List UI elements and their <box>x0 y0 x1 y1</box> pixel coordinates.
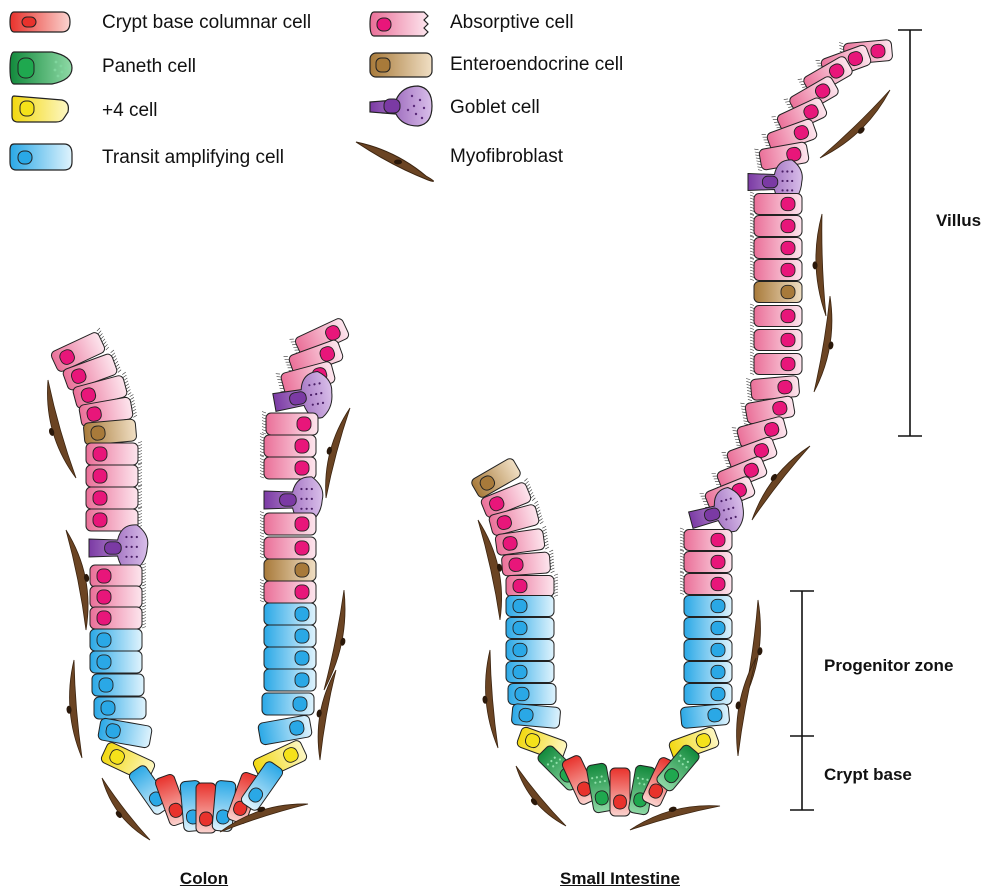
transit-amplifying-cell <box>264 625 316 647</box>
absorptive-cell <box>750 304 802 327</box>
transit-amplifying-cell <box>90 651 142 673</box>
absorptive-cell <box>262 412 318 436</box>
transit-amplifying-cell <box>506 618 554 639</box>
legend-label-enteroendocrine: Enteroendocrine cell <box>450 54 623 76</box>
legend-label-myofibroblast: Myofibroblast <box>450 146 563 168</box>
absorptive-cell-icon <box>370 12 428 36</box>
absorptive-cell <box>260 536 316 560</box>
legend-label-paneth: Paneth cell <box>102 56 196 78</box>
transit-amplifying-cell <box>264 647 316 669</box>
crypt-base-bracket <box>790 736 814 810</box>
absorptive-cell <box>746 374 800 401</box>
myofibroblast <box>66 660 82 758</box>
transit-amplifying-cell <box>684 684 732 705</box>
absorptive-cell <box>90 606 146 630</box>
transit-amplifying-cell <box>506 662 554 683</box>
legend-label-absorptive: Absorptive cell <box>450 12 574 34</box>
myofibroblast <box>66 530 90 630</box>
absorptive-cell <box>750 352 802 375</box>
transit-amplifying-cell <box>506 640 554 661</box>
absorptive-cell <box>750 258 802 281</box>
enteroendocrine-cell <box>83 419 137 445</box>
transit-amplifying-cell <box>97 718 152 749</box>
crypt-base-columnar-cell <box>610 768 630 816</box>
legend-label-goblet: Goblet cell <box>450 97 540 119</box>
transit-amplifying-cell <box>262 693 314 715</box>
absorptive-cell <box>86 442 142 466</box>
villus-label: Villus <box>936 211 981 231</box>
transit-amplifying-cell <box>511 703 561 728</box>
crypt-base-columnar-cell-icon <box>10 12 70 32</box>
crypt-base-label: Crypt base <box>824 765 912 785</box>
progenitor-zone-label: Progenitor zone <box>824 656 953 676</box>
absorptive-cell <box>260 456 316 480</box>
absorptive-cell <box>506 574 558 597</box>
absorptive-cell <box>680 550 732 573</box>
colon-crypt <box>47 316 350 840</box>
absorptive-cell <box>680 572 732 595</box>
small-intestine-title: Small Intestine <box>540 869 700 889</box>
transit-amplifying-cell <box>684 662 732 683</box>
myofibroblast <box>326 408 350 498</box>
enteroendocrine-cell <box>264 559 316 581</box>
transit-amplifying-cell <box>680 703 730 728</box>
absorptive-cell <box>750 236 802 259</box>
myofibroblast <box>482 650 498 748</box>
absorptive-cell <box>86 464 142 488</box>
plus4-cell-icon <box>12 96 68 122</box>
transit-amplifying-cell <box>257 715 312 746</box>
legend-label-transit-amplifying: Transit amplifying cell <box>102 147 284 169</box>
myofibroblast <box>820 90 890 158</box>
absorptive-cell <box>260 512 316 536</box>
absorptive-cell <box>750 214 802 237</box>
absorptive-cell <box>90 585 146 609</box>
transit-amplifying-cell <box>684 618 732 639</box>
transit-amplifying-cell <box>508 684 556 705</box>
myofibroblast <box>47 380 76 478</box>
myofibroblast <box>735 658 756 756</box>
transit-amplifying-cell <box>264 603 316 625</box>
transit-amplifying-cell-icon <box>10 144 72 170</box>
absorptive-cell <box>750 328 802 351</box>
enteroendocrine-cell-icon <box>370 53 432 77</box>
villus-bracket <box>898 30 922 436</box>
absorptive-cell <box>750 192 802 215</box>
absorptive-cell <box>86 486 142 510</box>
transit-amplifying-cell <box>264 669 316 691</box>
progenitor-zone-bracket <box>790 591 814 736</box>
myofibroblast-icon <box>356 142 434 181</box>
absorptive-cell <box>680 528 732 551</box>
paneth-cell-icon <box>10 52 72 84</box>
legend-label-crypt-base-columnar: Crypt base columnar cell <box>102 12 311 34</box>
transit-amplifying-cell <box>506 596 554 617</box>
transit-amplifying-cell <box>90 629 142 651</box>
transit-amplifying-cell <box>684 596 732 617</box>
goblet-cell-icon <box>370 86 432 126</box>
enteroendocrine-cell <box>754 282 802 303</box>
transit-amplifying-cell <box>92 674 144 696</box>
absorptive-cell <box>90 564 146 588</box>
absorptive-cell <box>260 434 316 458</box>
colon-title: Colon <box>154 869 254 889</box>
transit-amplifying-cell <box>684 640 732 661</box>
myofibroblast <box>812 214 826 316</box>
goblet-cell <box>89 525 148 571</box>
legend-label-plus4: +4 cell <box>102 100 157 122</box>
absorptive-cell <box>260 580 316 604</box>
transit-amplifying-cell <box>94 697 146 719</box>
